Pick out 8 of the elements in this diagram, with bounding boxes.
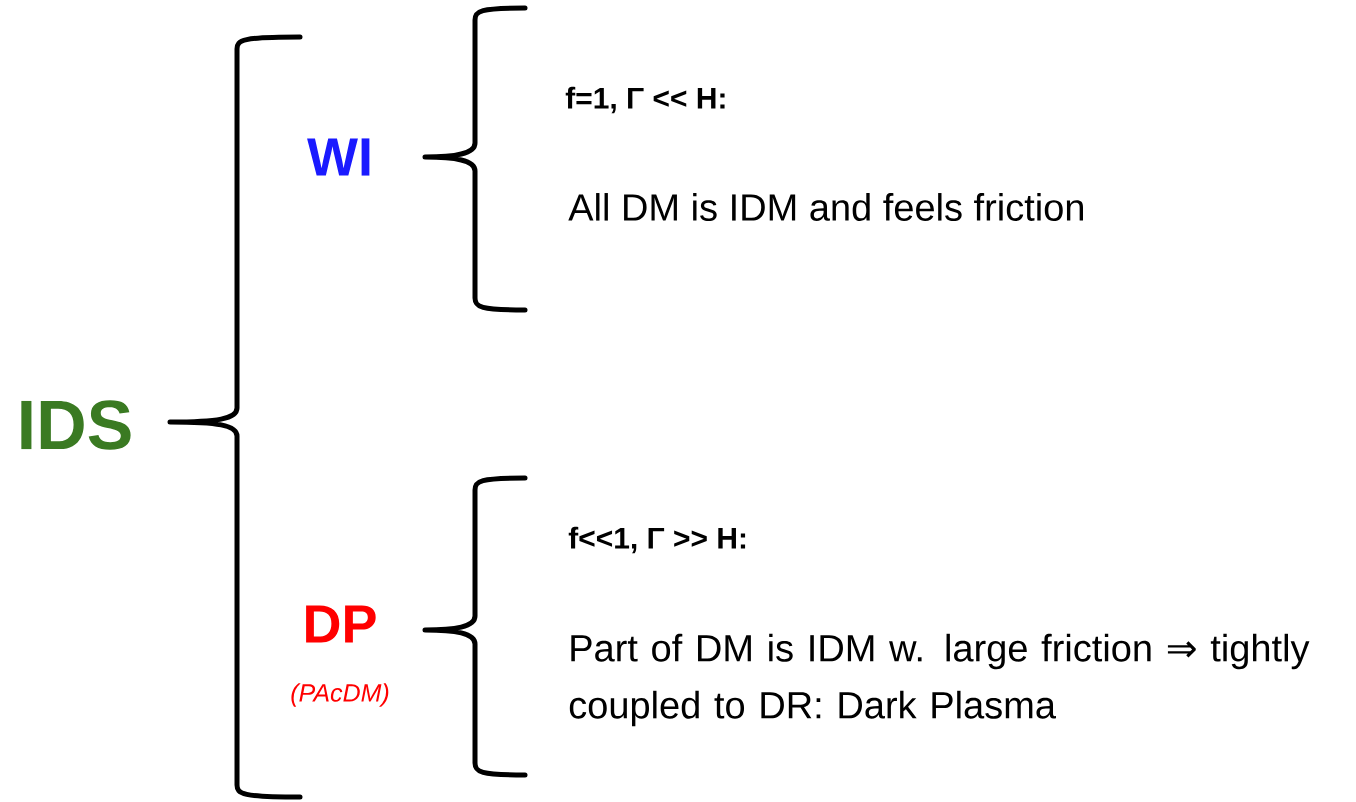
description-text: Part of DM is IDM w. large friction ⇒ tightly coupled to DR: Dark Plasma [569, 633, 1310, 727]
main-heading: IDS [21, 400, 131, 450]
branch-label: WI [307, 138, 370, 176]
subtitle-label: (PAcDM) [291, 683, 389, 707]
description-text: All DM is IDM and feels friction [568, 193, 1083, 221]
condition-heading: f=1, Γ << H: [565, 86, 725, 114]
branch-label: DP [306, 605, 376, 643]
condition-heading: f<<1, Γ >> H: [568, 526, 746, 554]
